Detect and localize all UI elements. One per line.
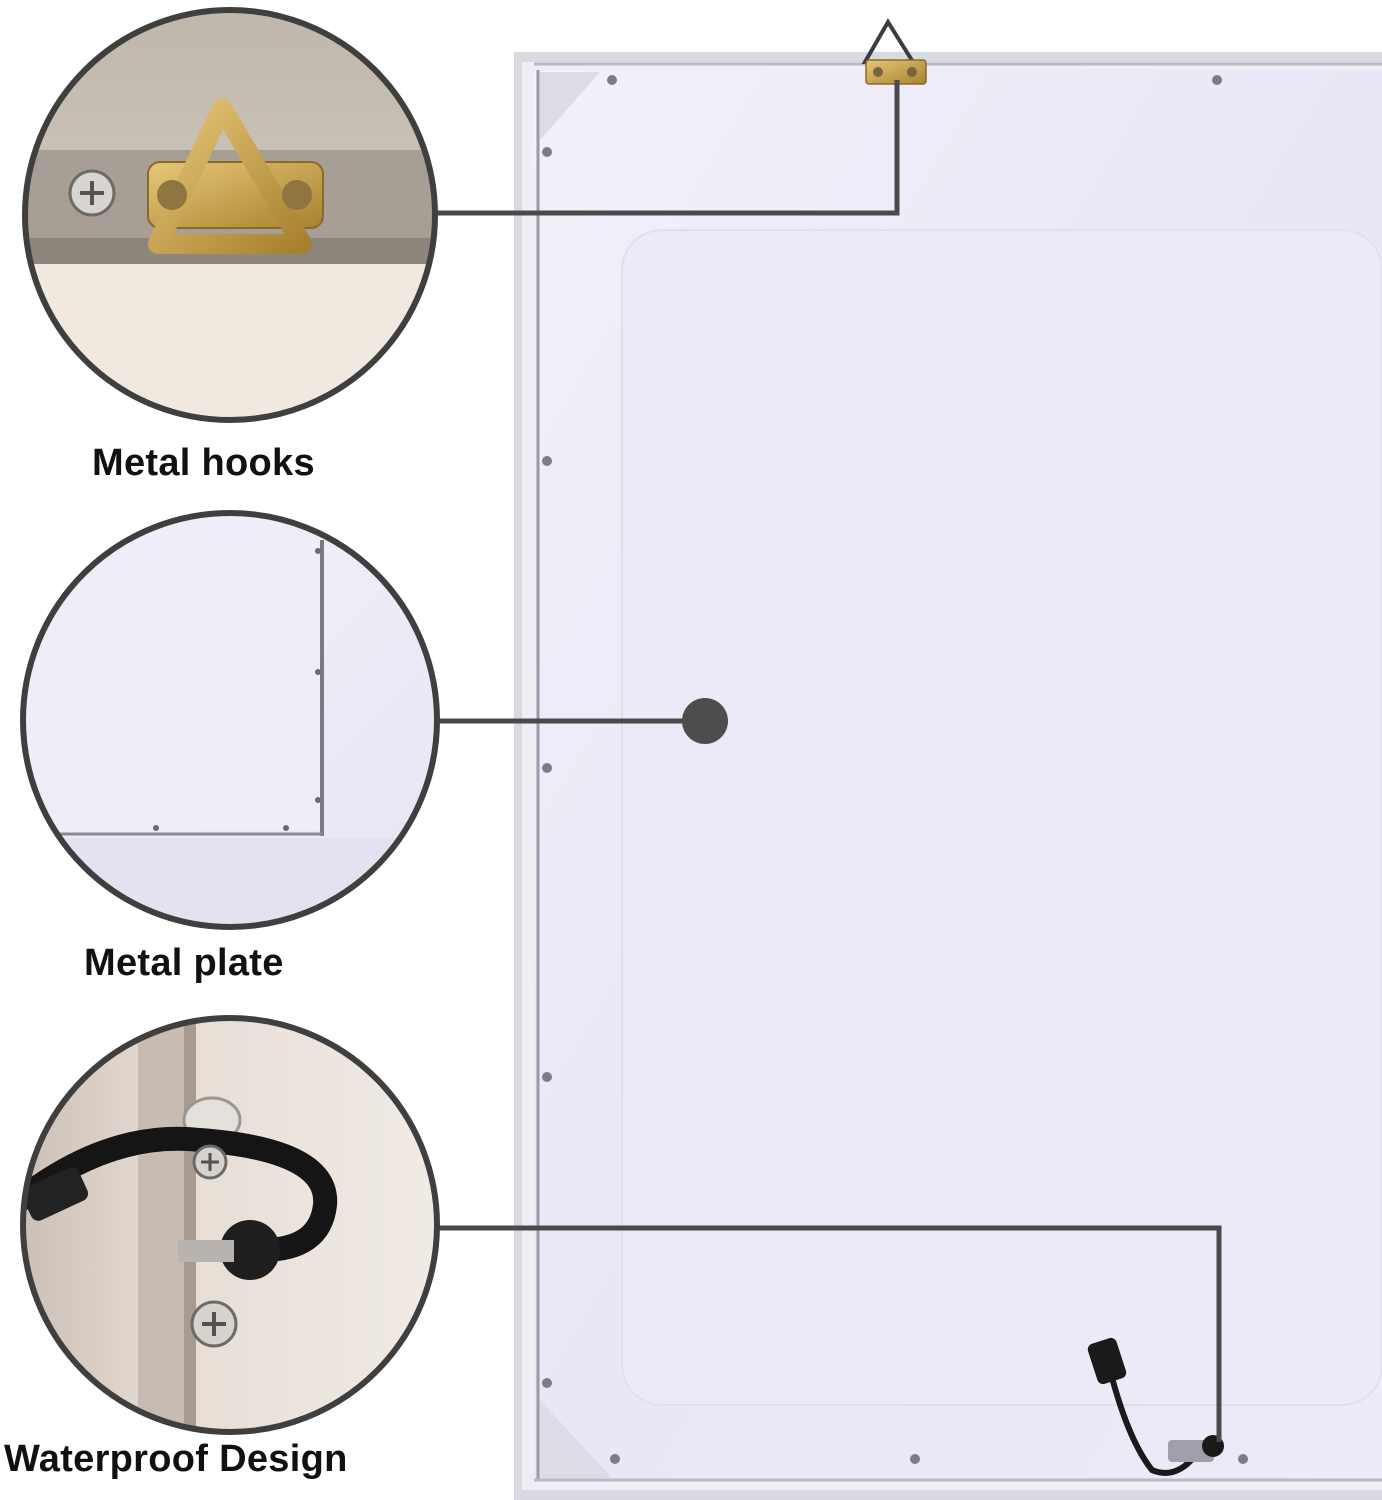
caption-waterproof-design: Waterproof Design	[4, 1438, 348, 1480]
caption-metal-hooks: Metal hooks	[92, 442, 315, 484]
leader-lines	[437, 80, 1222, 1442]
panel-connector-icon	[1087, 1337, 1224, 1476]
plate-marker-dot	[682, 698, 728, 744]
panel-hook-icon	[861, 18, 927, 85]
callout-waterproof-image	[23, 1018, 437, 1432]
caption-metal-plate: Metal plate	[84, 942, 284, 984]
main-panel	[514, 52, 1382, 1500]
